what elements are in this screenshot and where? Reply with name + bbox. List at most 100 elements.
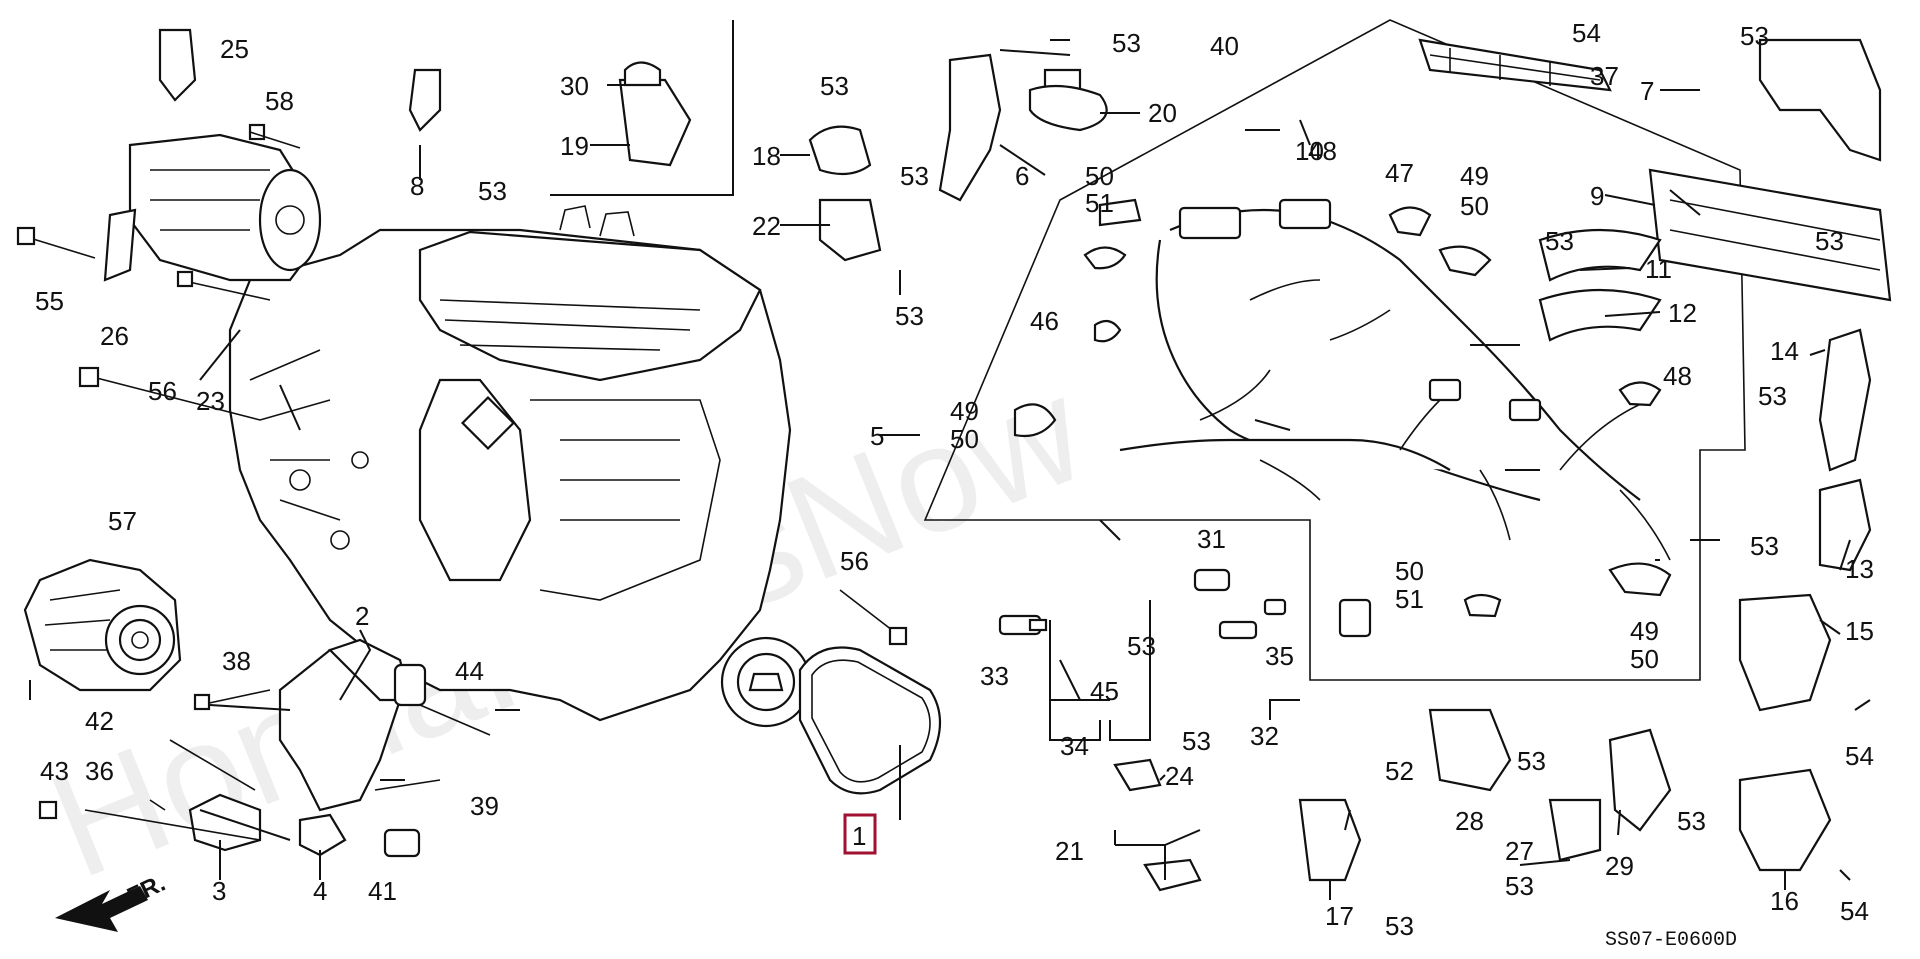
callout-16[interactable]: 16	[1770, 886, 1799, 916]
callout-26[interactable]: 26	[100, 321, 129, 351]
callout-36[interactable]: 36	[85, 756, 114, 786]
callout-46[interactable]: 46	[1030, 306, 1059, 336]
callout-3[interactable]: 3	[212, 876, 226, 906]
callout-5[interactable]: 5	[870, 421, 884, 451]
starter-illustration	[128, 133, 322, 282]
diagram-code: SS07-E0600D	[1605, 929, 1737, 952]
callout-50-upper[interactable]: 50	[1460, 191, 1489, 221]
harness-area-outline	[923, 19, 1746, 681]
callout-52[interactable]: 52	[1385, 756, 1414, 786]
callout-30[interactable]: 30	[560, 71, 589, 101]
upper-right-brackets-illustration	[1418, 38, 1892, 872]
callout-37[interactable]: 37	[1590, 61, 1619, 91]
callout-33[interactable]: 33	[980, 661, 1009, 691]
callout-12[interactable]: 12	[1668, 298, 1697, 328]
callout-23[interactable]: 23	[196, 386, 225, 416]
callout-6[interactable]: 6	[1015, 161, 1029, 191]
callout-53-left[interactable]: 53	[900, 161, 929, 191]
callout-32[interactable]: 32	[1250, 721, 1279, 751]
callout-53-top[interactable]: 53	[1112, 28, 1141, 58]
callout-4[interactable]: 4	[313, 876, 327, 906]
callout-54-bottom[interactable]: 54	[1840, 896, 1869, 926]
callout-labels: 1 2 3 4 5 6 7 8 9 10 11 12 13 14 15 16 1…	[35, 18, 1874, 941]
callout-45[interactable]: 45	[1090, 676, 1119, 706]
drive-belt-illustration	[798, 646, 941, 795]
callout-51-upper[interactable]: 51	[1085, 188, 1114, 218]
callout-21[interactable]: 21	[1055, 836, 1084, 866]
callout-10[interactable]: 10	[1295, 136, 1324, 166]
callout-34[interactable]: 34	[1060, 731, 1089, 761]
callout-29[interactable]: 29	[1605, 851, 1634, 881]
callout-50-left[interactable]: 50	[950, 424, 979, 454]
callout-8[interactable]: 8	[410, 171, 424, 201]
callout-31[interactable]: 31	[1197, 524, 1226, 554]
mount-brackets-illustration	[188, 638, 427, 858]
callout-53-lower-right[interactable]: 53	[1677, 806, 1706, 836]
callout-15[interactable]: 15	[1845, 616, 1874, 646]
callout-57[interactable]: 57	[108, 506, 137, 536]
callout-53-harness[interactable]: 53	[1545, 226, 1574, 256]
callout-53-right[interactable]: 53	[1758, 381, 1787, 411]
callout-53-bottom[interactable]: 53	[1385, 911, 1414, 941]
callout-1-highlight	[843, 813, 877, 855]
callout-47[interactable]: 47	[1385, 158, 1414, 188]
clamps-sensors-illustration	[103, 28, 1672, 892]
callout-2[interactable]: 2	[355, 601, 369, 631]
leader-lines	[29, 39, 1871, 900]
callout-1[interactable]: 1	[852, 821, 866, 851]
bolts-illustration	[16, 123, 908, 841]
callout-9[interactable]: 9	[1590, 181, 1604, 211]
callout-49-left[interactable]: 49	[950, 396, 979, 426]
wire-harness-illustration	[1119, 198, 1671, 561]
callout-22[interactable]: 22	[752, 211, 781, 241]
callout-24[interactable]: 24	[1165, 761, 1194, 791]
callout-53-inset[interactable]: 53	[478, 176, 507, 206]
callout-41[interactable]: 41	[368, 876, 397, 906]
callout-28[interactable]: 28	[1455, 806, 1484, 836]
callout-53-top-right[interactable]: 53	[1740, 21, 1769, 51]
callout-53-far-right[interactable]: 53	[1815, 226, 1844, 256]
callout-50-lower[interactable]: 50	[1630, 644, 1659, 674]
callout-51-middle[interactable]: 51	[1395, 584, 1424, 614]
callout-7[interactable]: 7	[1640, 76, 1654, 106]
callout-18[interactable]: 18	[752, 141, 781, 171]
callout-58[interactable]: 58	[265, 86, 294, 116]
callout-53-mid[interactable]: 53	[1182, 726, 1211, 756]
callout-17[interactable]: 17	[1325, 901, 1354, 931]
callout-11[interactable]: 11	[1645, 254, 1672, 284]
callout-50-upper-left[interactable]: 50	[1085, 161, 1114, 191]
callout-13[interactable]: 13	[1845, 554, 1874, 584]
callout-56-left[interactable]: 56	[148, 376, 177, 406]
callout-55[interactable]: 55	[35, 286, 64, 316]
engine-illustration	[228, 205, 812, 728]
callout-56-right[interactable]: 56	[840, 546, 869, 576]
callout-53-bottom-right[interactable]: 53	[1505, 871, 1534, 901]
callout-54-top[interactable]: 54	[1572, 18, 1601, 48]
callout-49-upper[interactable]: 49	[1460, 161, 1489, 191]
callout-53-right-lower[interactable]: 53	[1750, 531, 1779, 561]
callout-53-lower-left[interactable]: 53	[895, 301, 924, 331]
callout-42[interactable]: 42	[85, 706, 114, 736]
callout-27[interactable]: 27	[1505, 836, 1534, 866]
callout-38[interactable]: 38	[222, 646, 251, 676]
callout-25[interactable]: 25	[220, 34, 249, 64]
callout-20[interactable]: 20	[1148, 98, 1177, 128]
callout-53-inset-left[interactable]: 53	[820, 71, 849, 101]
callout-49-lower[interactable]: 49	[1630, 616, 1659, 646]
inset-frame	[550, 20, 734, 196]
callout-48-upper[interactable]: 48	[1308, 136, 1337, 166]
callout-48-right[interactable]: 48	[1663, 361, 1692, 391]
callout-53-mid-right[interactable]: 53	[1517, 746, 1546, 776]
callout-43[interactable]: 43	[40, 756, 69, 786]
alternator-illustration	[23, 558, 182, 692]
callout-35[interactable]: 35	[1265, 641, 1294, 671]
callout-39[interactable]: 39	[470, 791, 499, 821]
callout-40[interactable]: 40	[1210, 31, 1239, 61]
callout-14[interactable]: 14	[1770, 336, 1799, 366]
callout-54-right[interactable]: 54	[1845, 741, 1874, 771]
callout-44[interactable]: 44	[455, 656, 484, 686]
callout-53-center[interactable]: 53	[1127, 631, 1156, 661]
callout-19[interactable]: 19	[560, 131, 589, 161]
callout-50-middle[interactable]: 50	[1395, 556, 1424, 586]
